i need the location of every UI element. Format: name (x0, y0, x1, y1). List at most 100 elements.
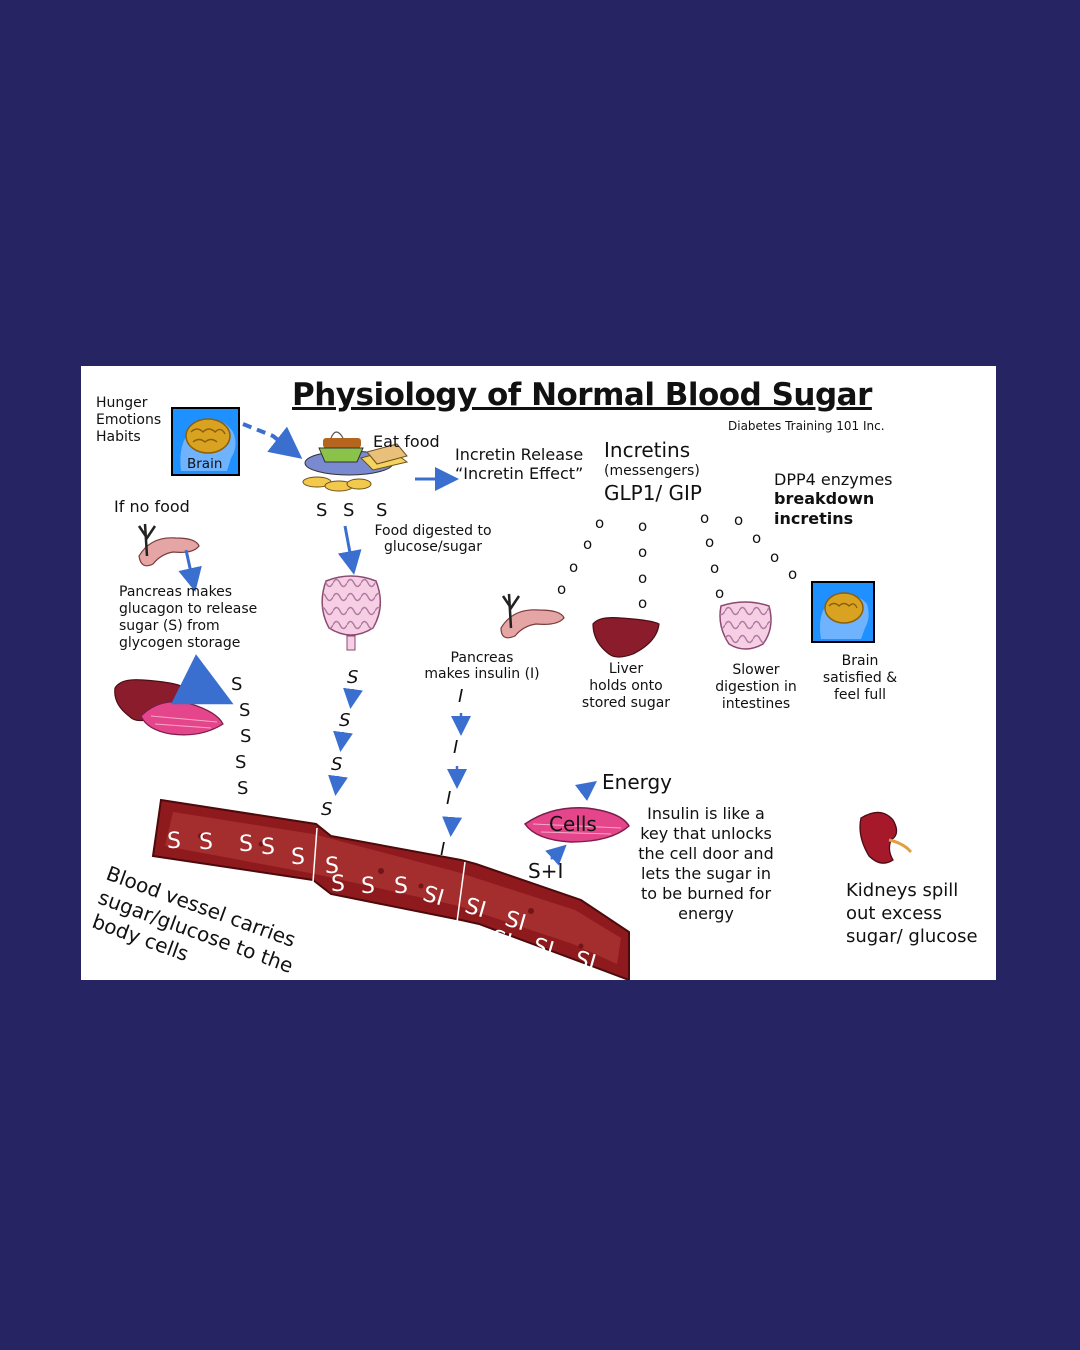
sugar-letter: S (237, 778, 249, 799)
kidneys-line1: Kidneys spill (846, 880, 959, 901)
s-plus-i-label: S+I (528, 859, 564, 883)
food-digested-line2: glucose/sugar (384, 539, 482, 555)
slower-line1: Slower (732, 662, 780, 678)
vessel-sugar: S (261, 835, 275, 860)
insulin-letter: I (453, 737, 459, 758)
insulin-key-line6: energy (678, 904, 734, 923)
insulin-letter: I (458, 686, 464, 707)
insulin-key-line2: key that unlocks (640, 824, 772, 843)
slower-line2: digestion in (715, 679, 797, 695)
pancreas-insulin-line1: Pancreas (450, 650, 514, 666)
sugar-letter: S (321, 799, 333, 820)
svg-text:o: o (705, 533, 714, 551)
eat-food-label: Eat food (373, 432, 440, 451)
svg-text:o: o (638, 569, 647, 587)
vessel-sugar: S (199, 830, 213, 855)
insulin-key-line3: the cell door and (638, 844, 774, 863)
sugar-letter: S (339, 710, 351, 731)
intestine-small-icon (719, 601, 772, 650)
svg-text:o: o (770, 548, 779, 566)
incretins-subtitle: (messengers) (604, 463, 700, 479)
sugar-letter: S (331, 754, 343, 775)
incretin-release-line1: Incretin Release (455, 445, 584, 464)
pancreas-insulin-line2: makes insulin (I) (424, 666, 540, 682)
sugar-letter: S (231, 674, 243, 695)
glucagon-line1: Pancreas makes (119, 584, 233, 600)
sugar-letter: S (347, 667, 359, 688)
kidneys-line3: sugar/ glucose (846, 926, 978, 947)
energy-label: Energy (602, 770, 673, 794)
food-sugar-s1: S (316, 500, 328, 521)
vessel-sugar: S (394, 874, 408, 899)
trigger-hunger: Hunger (96, 395, 148, 411)
blood-vessel (151, 798, 630, 980)
food-digested-line1: Food digested to (374, 523, 492, 539)
vessel-sugar: S (331, 872, 345, 897)
dpp4-line1: DPP4 enzymes (774, 470, 893, 489)
liver-icon (592, 617, 660, 658)
vessel-sugar: S (167, 829, 181, 854)
pancreas-icon (137, 523, 200, 567)
vessel-sugar: S (291, 845, 305, 870)
credit-text: Diabetes Training 101 Inc. (728, 419, 885, 433)
insulin-key-line4: lets the sugar in (640, 864, 771, 883)
incretins-types: GLP1/ GIP (604, 481, 702, 505)
food-sugar-s2: S (343, 500, 355, 521)
svg-text:o: o (752, 529, 761, 547)
svg-text:o: o (595, 514, 604, 532)
svg-text:o: o (715, 584, 724, 602)
food-sugar-s3: S (376, 500, 388, 521)
sugar-letter: S (240, 726, 252, 747)
svg-text:o: o (700, 509, 709, 527)
incretins-title: Incretins (604, 438, 691, 462)
dpp4-line3: incretins (774, 509, 854, 528)
no-food-label: If no food (114, 497, 190, 516)
glucagon-line2: glucagon to release (119, 601, 258, 617)
vessel-sugar: S (361, 874, 375, 899)
svg-text:o: o (583, 535, 592, 553)
brain-icon (171, 407, 240, 476)
brain-full-line3: feel full (833, 687, 887, 703)
brain-full-line1: Brain (841, 653, 879, 669)
trigger-habits: Habits (96, 429, 141, 445)
svg-text:o: o (557, 580, 566, 598)
brain-right-icon (811, 581, 875, 643)
glucagon-line3: sugar (S) from (119, 618, 220, 634)
vessel-sugar: S (239, 832, 253, 857)
pancreas-center-icon (500, 593, 565, 639)
page-title: Physiology of Normal Blood Sugar (292, 377, 872, 413)
svg-text:o: o (569, 558, 578, 576)
insulin-letter: I (440, 839, 446, 860)
svg-text:o: o (788, 565, 797, 583)
svg-text:o: o (734, 511, 743, 529)
kidneys-line2: out excess (846, 903, 943, 924)
brain-label: Brain (187, 456, 223, 472)
glucagon-line4: glycogen storage (119, 635, 241, 651)
intestine-icon (321, 575, 382, 651)
insulin-letter: I (446, 788, 452, 809)
vessel-sugar: S (325, 854, 339, 879)
slower-line3: intestines (721, 696, 791, 712)
svg-text:o: o (710, 559, 719, 577)
liver-line1: Liver (608, 661, 644, 677)
cells-label: Cells (549, 812, 597, 836)
brain-full-line2: satisfied & (822, 670, 898, 686)
sugar-letter: S (239, 700, 251, 721)
insulin-key-line5: to be burned for (640, 884, 772, 903)
liver-muscle-icon (114, 679, 224, 736)
food-plate-icon (302, 431, 409, 492)
kidney-icon (859, 811, 913, 864)
cells-icon (523, 807, 630, 843)
trigger-emotions: Emotions (96, 412, 162, 428)
svg-text:o: o (638, 594, 647, 612)
insulin-key-line1: Insulin is like a (647, 804, 765, 823)
incretin-release-line2: “Incretin Effect” (455, 464, 584, 483)
liver-line2: holds onto (589, 678, 663, 694)
liver-line3: stored sugar (581, 695, 671, 711)
dpp4-line2: breakdown (774, 489, 875, 508)
svg-text:o: o (638, 517, 647, 535)
sugar-letter: S (235, 752, 247, 773)
